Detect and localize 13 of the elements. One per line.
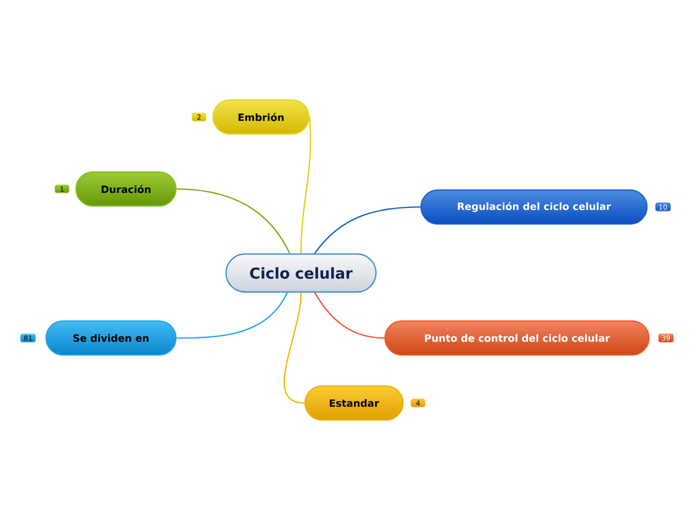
topic-box: Estandar: [304, 385, 404, 421]
central-topic-box: Ciclo celular: [225, 253, 377, 293]
branch-line: [314, 206, 420, 254]
branch-line: [176, 188, 290, 254]
branch-line: [284, 292, 304, 404]
branch-line: [176, 292, 288, 339]
branch-line: [314, 292, 384, 339]
topic-box: Se dividen en: [45, 320, 177, 356]
branch-line: [300, 116, 312, 254]
topic-box: Embrión: [212, 99, 310, 135]
topic-box: Punto de control del ciclo celular: [384, 320, 650, 356]
topic-box: Duración: [75, 171, 177, 207]
topic-box: Regulación del ciclo celular: [420, 189, 648, 225]
